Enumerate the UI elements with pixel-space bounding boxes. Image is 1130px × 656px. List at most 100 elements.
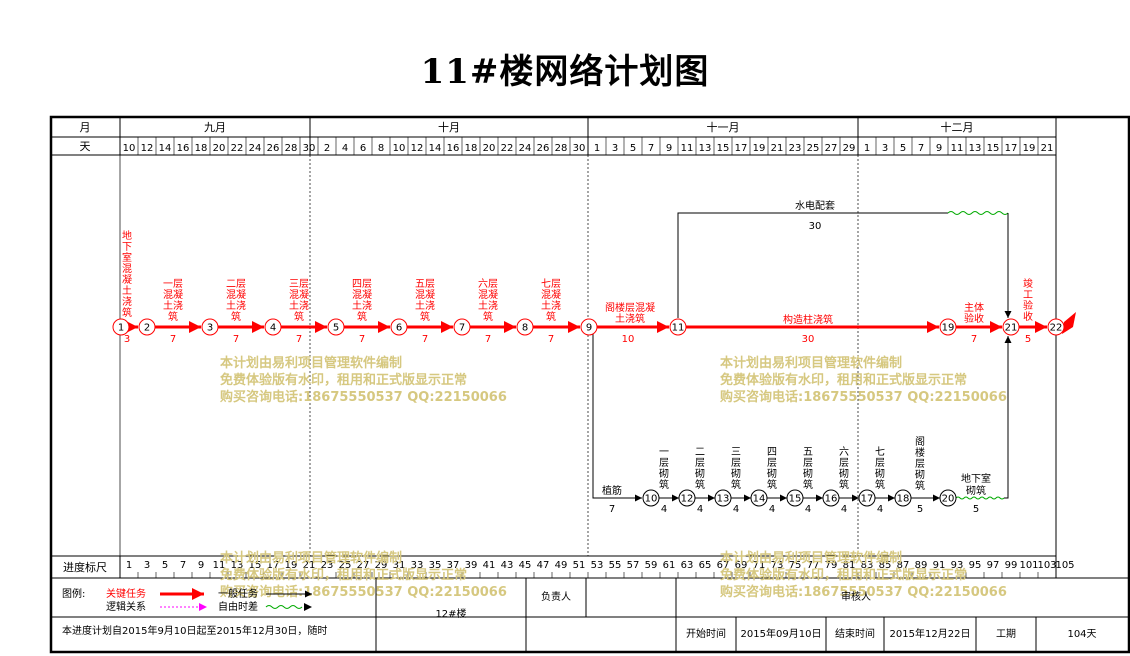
free-float-basement — [955, 496, 1005, 500]
scale-value: 71 — [753, 560, 766, 571]
scale-value: 33 — [411, 560, 424, 571]
scale-value: 45 — [519, 560, 532, 571]
scale-value: 31 — [393, 560, 406, 571]
scale-value: 87 — [897, 560, 910, 571]
scale-value: 59 — [645, 560, 658, 571]
day-cell: 19 — [1023, 143, 1036, 154]
day-cell: 30 — [573, 143, 586, 154]
svg-text:楼: 楼 — [915, 446, 925, 459]
scale-value: 69 — [735, 560, 748, 571]
svg-text:混凝: 混凝 — [352, 289, 372, 301]
duration-masonry: 4 — [841, 504, 847, 515]
day-cell: 15 — [987, 143, 1000, 154]
watermark-text: 购买咨询电话:18675550537 QQ:22150066 — [720, 584, 1007, 600]
svg-text:20: 20 — [942, 494, 955, 505]
scale-value: 65 — [699, 560, 712, 571]
scale-label: 进度标尺 — [63, 560, 107, 574]
svg-text:5: 5 — [333, 323, 339, 334]
day-cell: 18 — [195, 143, 208, 154]
scale-value: 105 — [1055, 560, 1074, 571]
day-cell: 26 — [537, 143, 550, 154]
footer-reviewer-label: 审核人 — [841, 590, 871, 603]
node-10: 10 — [642, 489, 660, 507]
task-rebar: 植筋 — [602, 484, 622, 497]
scale-value: 95 — [969, 560, 982, 571]
scale-value: 49 — [555, 560, 568, 571]
day-cell: 14 — [429, 143, 442, 154]
node-20: 20 — [939, 489, 957, 507]
day-cell: 12 — [141, 143, 154, 154]
day-cell: 30 — [303, 143, 316, 154]
scale-value: 89 — [915, 560, 928, 571]
scale-value: 97 — [987, 560, 1000, 571]
svg-text:六: 六 — [839, 446, 849, 458]
svg-text:筑: 筑 — [357, 310, 367, 323]
svg-text:19: 19 — [942, 323, 955, 334]
legend-logic-arrow — [199, 603, 207, 611]
svg-text:混凝: 混凝 — [478, 289, 498, 301]
svg-text:五: 五 — [803, 447, 813, 458]
task-attic-concrete-2: 土浇筑 — [615, 312, 645, 325]
node-21: 21 — [1002, 318, 1020, 336]
svg-text:筑: 筑 — [915, 479, 925, 492]
day-cell: 19 — [753, 143, 766, 154]
svg-text:筑: 筑 — [731, 478, 741, 491]
node-9: 9 — [580, 318, 598, 336]
day-cell: 21 — [771, 143, 784, 154]
footer-period-value: 104天 — [1067, 629, 1096, 640]
scale-value: 5 — [162, 560, 168, 571]
scale-value: 43 — [501, 560, 514, 571]
scale-value: 23 — [321, 560, 334, 571]
day-cell: 11 — [681, 143, 694, 154]
svg-text:混凝: 混凝 — [541, 289, 561, 301]
duration-attic-masonry: 5 — [917, 504, 923, 515]
node-14: 14 — [750, 489, 768, 507]
svg-text:土浇: 土浇 — [289, 299, 309, 312]
duration-floor-concrete: 7 — [548, 334, 554, 345]
watermark-text: 购买咨询电话:18675550537 QQ:22150066 — [220, 389, 507, 405]
node-22: 22 — [1047, 318, 1065, 336]
task-utilities: 水电配套 — [795, 199, 835, 212]
duration-masonry: 4 — [733, 504, 739, 515]
svg-text:七: 七 — [875, 446, 885, 458]
svg-text:砌: 砌 — [803, 468, 813, 480]
node-5: 5 — [327, 318, 345, 336]
normal-edge-basement — [1004, 336, 1012, 499]
duration-floor-concrete: 7 — [170, 334, 176, 345]
svg-text:11: 11 — [672, 323, 685, 334]
svg-text:混凝: 混凝 — [415, 289, 435, 301]
node-2: 2 — [138, 318, 156, 336]
node-15: 15 — [786, 489, 804, 507]
day-cell: 22 — [231, 143, 244, 154]
scale-value: 27 — [357, 560, 370, 571]
task-basement-masonry-2: 砌筑 — [966, 484, 986, 497]
svg-text:12: 12 — [681, 494, 694, 505]
svg-text:筑: 筑 — [839, 478, 849, 491]
watermark-text: 购买咨询电话:18675550537 QQ:22150066 — [720, 389, 1007, 405]
scale-value: 51 — [573, 560, 586, 571]
legend-label: 图例: — [62, 587, 85, 600]
day-cell: 13 — [699, 143, 712, 154]
watermark-text: 免费体验版有水印，租用和正式版显示正常 — [720, 567, 967, 583]
duration-floor-concrete: 7 — [296, 334, 302, 345]
duration-floor-concrete: 7 — [233, 334, 239, 345]
svg-text:阁: 阁 — [915, 435, 925, 448]
scale-value: 19 — [285, 560, 298, 571]
svg-text:4: 4 — [270, 323, 276, 334]
day-cell: 13 — [969, 143, 982, 154]
svg-text:18: 18 — [897, 494, 910, 505]
scale-value: 73 — [771, 560, 784, 571]
svg-text:17: 17 — [861, 494, 874, 505]
svg-text:二: 二 — [695, 447, 705, 458]
svg-text:层: 层 — [767, 457, 777, 469]
scale-value: 9 — [198, 560, 204, 571]
legend-free-float-line — [265, 605, 303, 609]
